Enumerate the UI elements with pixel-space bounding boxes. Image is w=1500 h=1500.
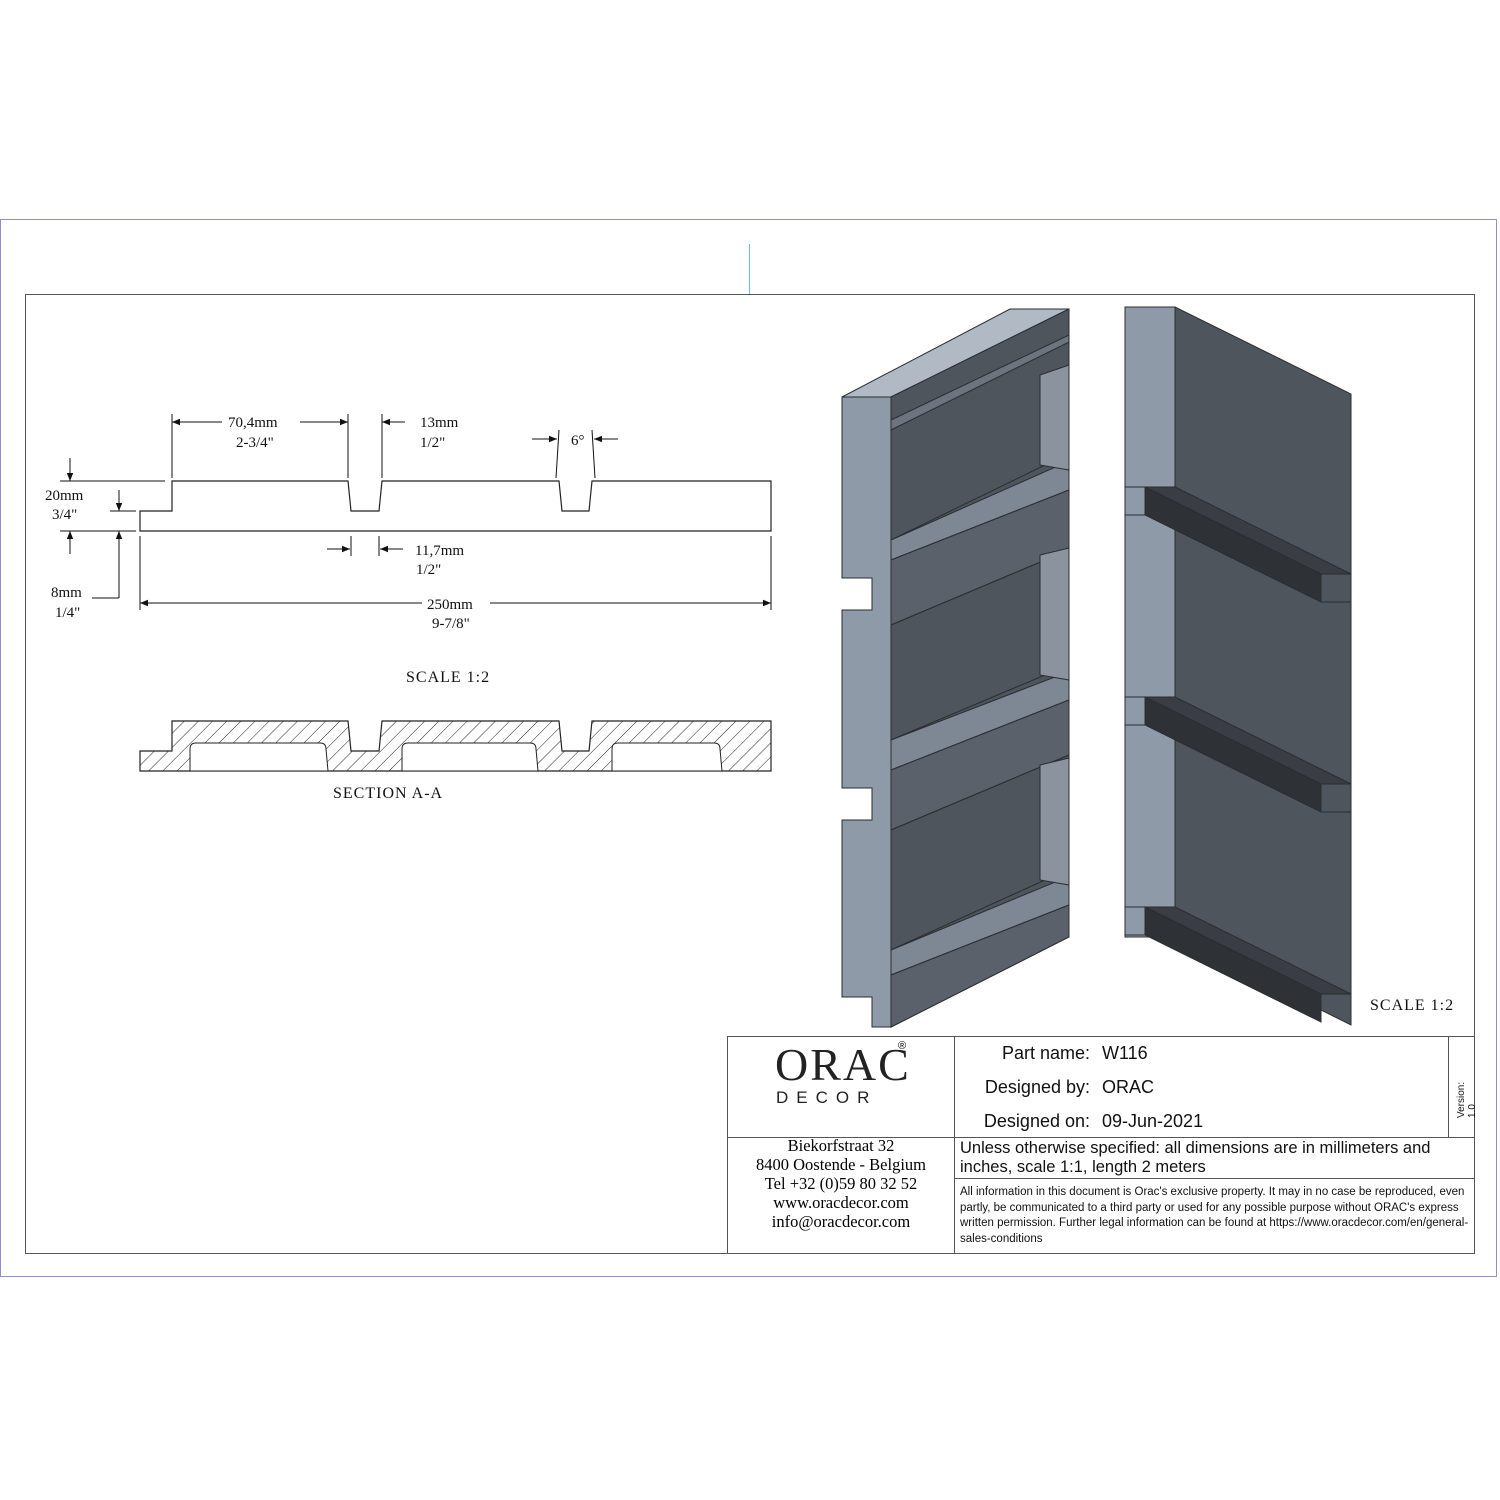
address-city: 8400 Oostende - Belgium (755, 1155, 927, 1174)
logo-divider (727, 1137, 955, 1138)
note-divider (954, 1178, 1475, 1179)
legal-notice: All information in this document is Orac… (960, 1186, 1469, 1245)
section-a-a (139, 720, 772, 772)
dim-thickness-inch: 3/4" (52, 507, 77, 523)
dim-groove-bottom-mm: 11,7mm (415, 543, 464, 559)
logo-decor: DECOR (776, 1088, 878, 1107)
dim-width-top-inch: 2-3/4" (236, 435, 274, 451)
scale-right-label: SCALE 1:2 (1370, 997, 1454, 1014)
address-website: www.oracdecor.com (773, 1193, 909, 1212)
fields-divider (954, 1137, 1475, 1138)
part-name-label: Part name: (1001, 1043, 1090, 1063)
logo-orac: ORAC (775, 1039, 911, 1090)
dim-lip-inch: 1/4" (55, 605, 80, 621)
title-block (727, 1036, 1475, 1254)
sheet-frame (0, 219, 1497, 1277)
designed-on-value: 09-Jun-2021 (1102, 1111, 1204, 1131)
designed-by-value: ORAC (1102, 1077, 1155, 1097)
center-mark (749, 244, 750, 294)
address-street: Biekorfstraat 32 (787, 1136, 895, 1155)
address-phone: Tel +32 (0)59 80 32 52 (764, 1174, 918, 1193)
designed-on-label: Designed on: (983, 1111, 1090, 1131)
address-email: info@oracdecor.com (771, 1212, 911, 1231)
dim-width-top-mm: 70,4mm (228, 415, 278, 431)
dim-thickness-mm: 20mm (45, 488, 84, 504)
dim-total-mm: 250mm (427, 597, 473, 613)
part-name-value: W116 (1102, 1043, 1148, 1063)
panel-front-3d (841, 308, 1070, 1028)
dim-groove-top-mm: 13mm (420, 415, 459, 431)
version-divider (1448, 1036, 1449, 1137)
designed-by-label: Designed by: (984, 1077, 1090, 1097)
dim-lip-mm: 8mm (51, 585, 82, 601)
dim-groove-top-inch: 1/2" (420, 435, 445, 451)
scale-left-label: SCALE 1:2 (406, 669, 490, 686)
dim-groove-bottom-inch: 1/2" (416, 562, 441, 578)
section-label: SECTION A-A (333, 785, 443, 802)
panel-back-3d (1124, 306, 1352, 1026)
dim-total-inch: 9-7/8" (432, 616, 470, 632)
dim-angle: 6° (571, 433, 585, 449)
profile-outline (139, 480, 772, 532)
title-block-divider (954, 1036, 955, 1254)
dimensions-note: Unless otherwise specified: all dimensio… (960, 1139, 1431, 1176)
dimension-lines (60, 414, 772, 610)
logo-registered: ® (898, 1040, 907, 1052)
version-label: Version: 1.0 (1456, 1081, 1478, 1118)
